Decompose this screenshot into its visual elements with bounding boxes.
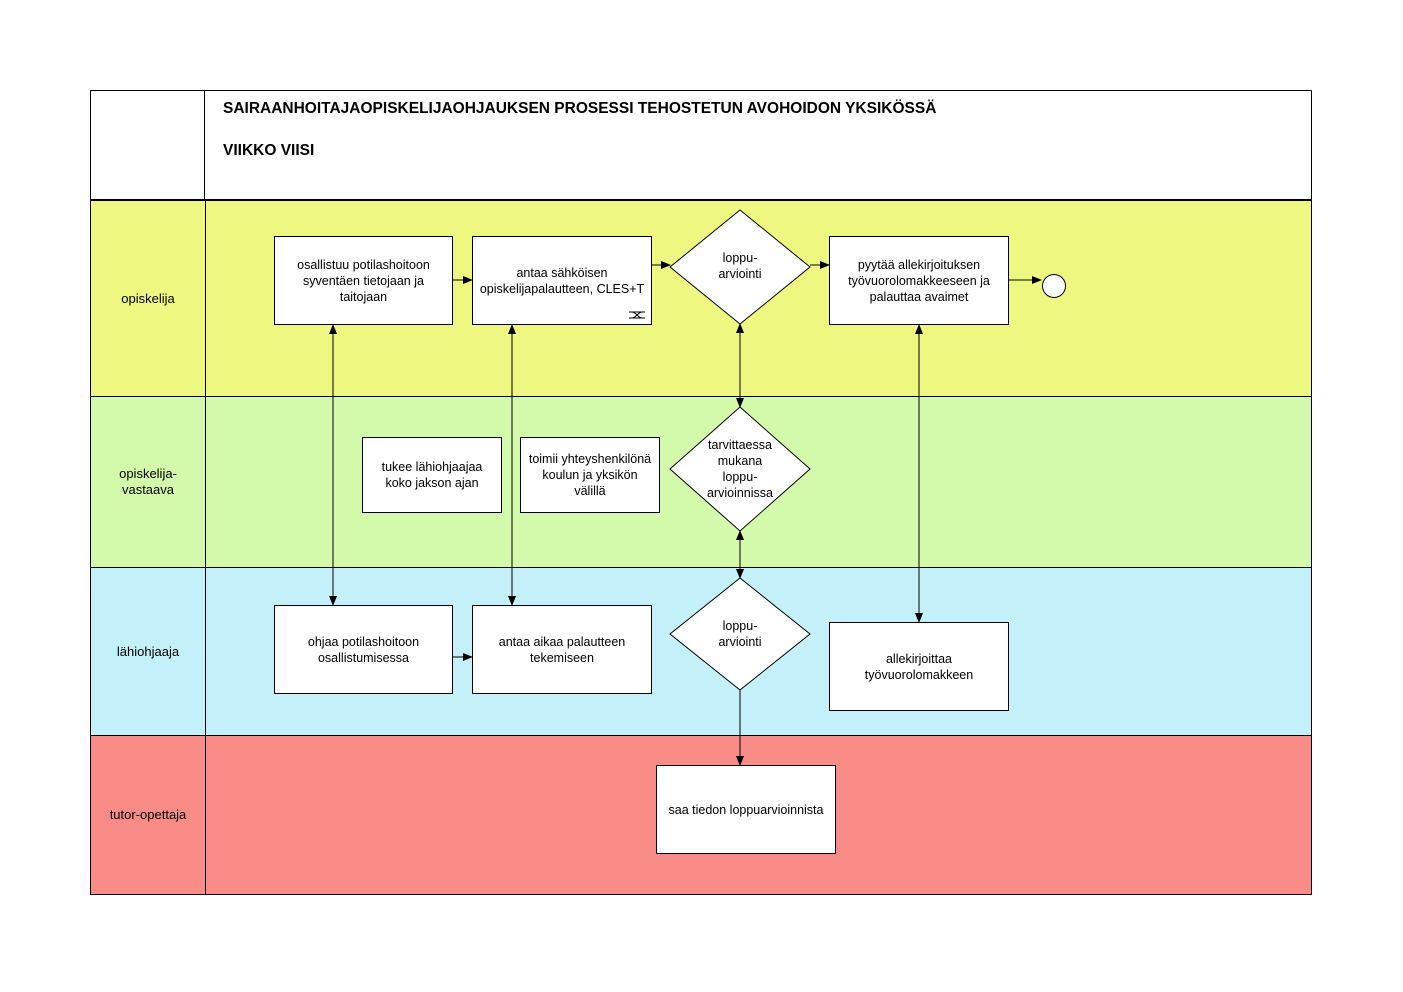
task-antaa-opiskelijapalautteen: antaa sähköisen opiskelijapalautteen, CL… bbox=[472, 236, 652, 325]
task-osallistuu-potilashoitoon: osallistuu potilashoitoon syventäen tiet… bbox=[274, 236, 453, 325]
lane-label: lähiohjaaja bbox=[91, 568, 206, 735]
header-divider bbox=[204, 90, 205, 200]
task-allekirjoittaa-tyovuorolomakkeen: allekirjoittaa työvuorolomakkeen bbox=[829, 622, 1009, 711]
decision-loppuarviointi-lahiohjaaja: loppu- arviointi bbox=[718, 619, 762, 649]
diagram-header bbox=[90, 90, 1312, 200]
task-pyytaa-allekirjoituksen: pyytää allekirjoituksen työvuorolomakkee… bbox=[829, 236, 1009, 325]
decision-tarvittaessa-mukana: tarvittaessa mukana loppu- arvioinnissa bbox=[706, 438, 773, 500]
decision-loppuarviointi-opiskelija: loppu- arviointi bbox=[718, 251, 762, 281]
end-event-icon bbox=[1042, 274, 1066, 298]
task-ohjaa-potilashoitoon: ohjaa potilashoitoon osallistumisessa bbox=[274, 605, 453, 694]
lane-label: tutor-opettaja bbox=[91, 736, 206, 894]
subprocess-icon bbox=[628, 310, 646, 323]
diagram-subtitle: VIIKKO VIISI bbox=[223, 142, 315, 159]
task-saa-tiedon-loppuarvioinnista: saa tiedon loppuarvioinnista bbox=[656, 765, 836, 854]
diagram-title: SAIRAANHOITAJAOPISKELIJAOHJAUKSEN PROSES… bbox=[223, 100, 937, 117]
task-tukee-lahiohjaajaa: tukee lähiohjaajaa koko jakson ajan bbox=[362, 437, 502, 513]
task-antaa-aikaa-palautteen: antaa aikaa palautteen tekemiseen bbox=[472, 605, 652, 694]
task-toimii-yhteyshenkilona: toimii yhteyshenkilönä koulun ja yksikön… bbox=[520, 437, 660, 513]
lane-label: opiskelija- vastaava bbox=[91, 397, 206, 567]
lane-label: opiskelija bbox=[91, 201, 206, 396]
